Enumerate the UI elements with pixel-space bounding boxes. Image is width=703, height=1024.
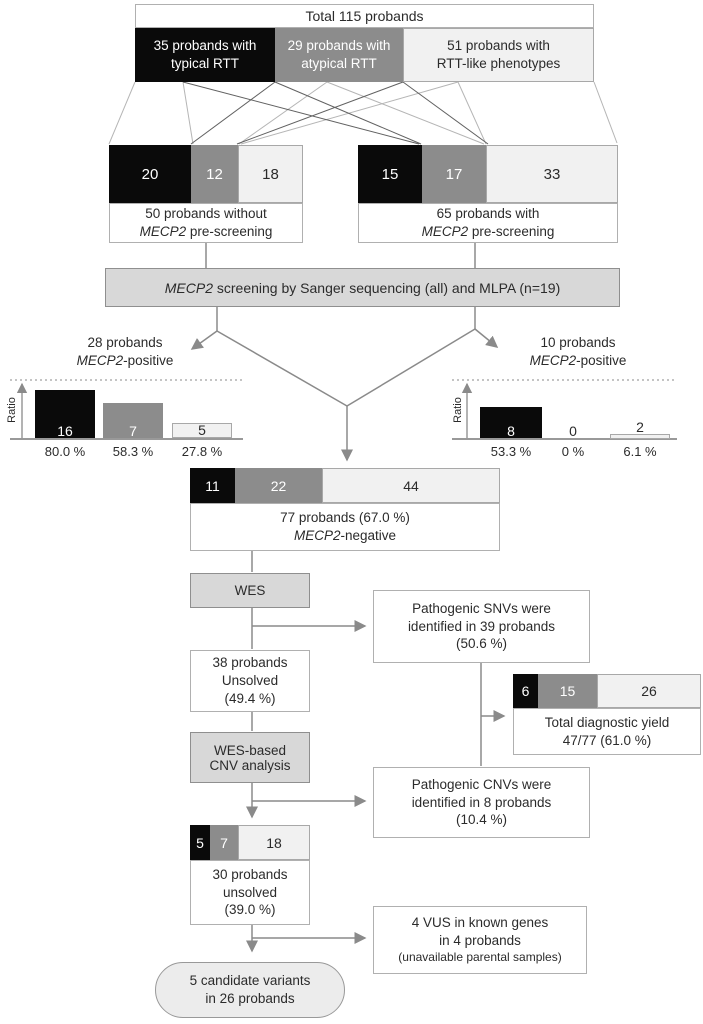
total-probands-label: Total 115 probands	[305, 7, 424, 24]
rtt-like-line1: 51 probands with	[447, 38, 550, 54]
atypical-rtt-line2: atypical RTT	[301, 56, 377, 71]
chart-right-value-rttlike: 2	[636, 419, 644, 435]
mecp2-negative-line1: 77 probands (67.0 %)	[280, 510, 410, 526]
yield-segment-atypical: 15	[538, 674, 597, 708]
unsolved-30-box: 30 probands unsolved (39.0 %)	[190, 860, 310, 925]
with-prescreening-line2: MECP2 pre-screening	[421, 224, 555, 239]
with-prescreening-segment-atypical: 17	[422, 145, 486, 203]
cnv-analysis-box: WES-based CNV analysis	[190, 732, 310, 783]
candidate-variants-pill: 5 candidate variants in 26 probands	[155, 962, 345, 1018]
rtt-like-box: 51 probands with RTT-like phenotypes	[403, 28, 594, 82]
without-prescreening-label-box: 50 probands without MECP2 pre-screening	[109, 203, 303, 243]
pathogenic-snv-box: Pathogenic SNVs were identified in 39 pr…	[373, 590, 590, 663]
chart-right-pct-atypical: 0 %	[561, 444, 585, 459]
yield-segment-typical: 6	[513, 674, 538, 708]
negative-segment-rttlike: 44	[322, 468, 500, 503]
chart-left-bar-typical: 16	[35, 390, 95, 438]
without-prescreening-segment-atypical: 12	[191, 145, 238, 203]
typical-rtt-line1: 35 probands with	[153, 38, 257, 54]
unsolved30-segment-atypical: 7	[210, 825, 238, 860]
flow-arrows	[190, 243, 506, 953]
without-prescreening-line2: MECP2 pre-screening	[139, 224, 273, 239]
chart-left-bar-rttlike: 5	[172, 423, 232, 438]
without-prescreening-segment-typical: 20	[109, 145, 191, 203]
unsolved-38-box: 38 probands Unsolved (49.4 %)	[190, 650, 310, 712]
total-probands-box: Total 115 probands	[135, 4, 594, 28]
negative-segment-atypical: 22	[235, 468, 322, 503]
chart-right-pct-typical: 53.3 %	[490, 444, 532, 459]
wes-box: WES	[190, 573, 310, 608]
unsolved30-segment-typical: 5	[190, 825, 210, 860]
mecp2-positive-right-label: 10 probands MECP2-positive	[529, 335, 627, 368]
without-prescreening-line1: 50 probands without	[145, 206, 267, 222]
yield-segment-rttlike: 26	[597, 674, 701, 708]
unsolved30-segment-rttlike: 18	[238, 825, 310, 860]
ratio-axis-label-left: Ratio	[6, 397, 18, 423]
negative-segment-typical: 11	[190, 468, 235, 503]
chart-right-pct-rttlike: 6.1 %	[623, 444, 657, 459]
atypical-rtt-line1: 29 probands with	[287, 38, 391, 54]
diagnostic-yield-box: Total diagnostic yield 47/77 (61.0 %)	[513, 708, 701, 755]
ratio-axes	[10, 379, 677, 440]
chart-right-value-atypical: 0	[569, 423, 577, 439]
mecp2-negative-line2: MECP2-negative	[293, 528, 397, 543]
mecp2-negative-box: 77 probands (67.0 %) MECP2-negative	[190, 503, 500, 551]
rtt-like-line2: RTT-like phenotypes	[436, 56, 561, 71]
mecp2-positive-left-label: 28 probands MECP2-positive	[76, 335, 174, 368]
funnel-lines	[108, 81, 618, 145]
pathogenic-cnv-box: Pathogenic CNVs were identified in 8 pro…	[373, 767, 590, 838]
with-prescreening-segment-typical: 15	[358, 145, 422, 203]
atypical-rtt-box: 29 probands with atypical RTT	[275, 28, 403, 82]
chart-left-pct-typical: 80.0 %	[44, 444, 86, 459]
with-prescreening-segment-rttlike: 33	[486, 145, 618, 203]
with-prescreening-label-box: 65 probands with MECP2 pre-screening	[358, 203, 618, 243]
mecp2-screening-box: MECP2 screening by Sanger sequencing (al…	[105, 268, 620, 307]
with-prescreening-line1: 65 probands with	[436, 206, 540, 222]
chart-left-pct-rttlike: 27.8 %	[181, 444, 223, 459]
chart-right-bar-rttlike	[610, 434, 670, 439]
typical-rtt-line2: typical RTT	[170, 56, 239, 71]
chart-right-bar-typical: 8	[480, 407, 542, 438]
ratio-axis-label-right: Ratio	[452, 397, 464, 423]
vus-box: 4 VUS in known genes in 4 probands (unav…	[373, 906, 587, 974]
chart-left-bar-atypical: 7	[103, 403, 163, 438]
without-prescreening-segment-rttlike: 18	[238, 145, 303, 203]
wes-label: WES	[234, 583, 266, 598]
typical-rtt-box: 35 probands with typical RTT	[135, 28, 275, 82]
chart-left-pct-atypical: 58.3 %	[112, 444, 154, 459]
mecp2-screening-label: MECP2 screening by Sanger sequencing (al…	[164, 279, 561, 296]
